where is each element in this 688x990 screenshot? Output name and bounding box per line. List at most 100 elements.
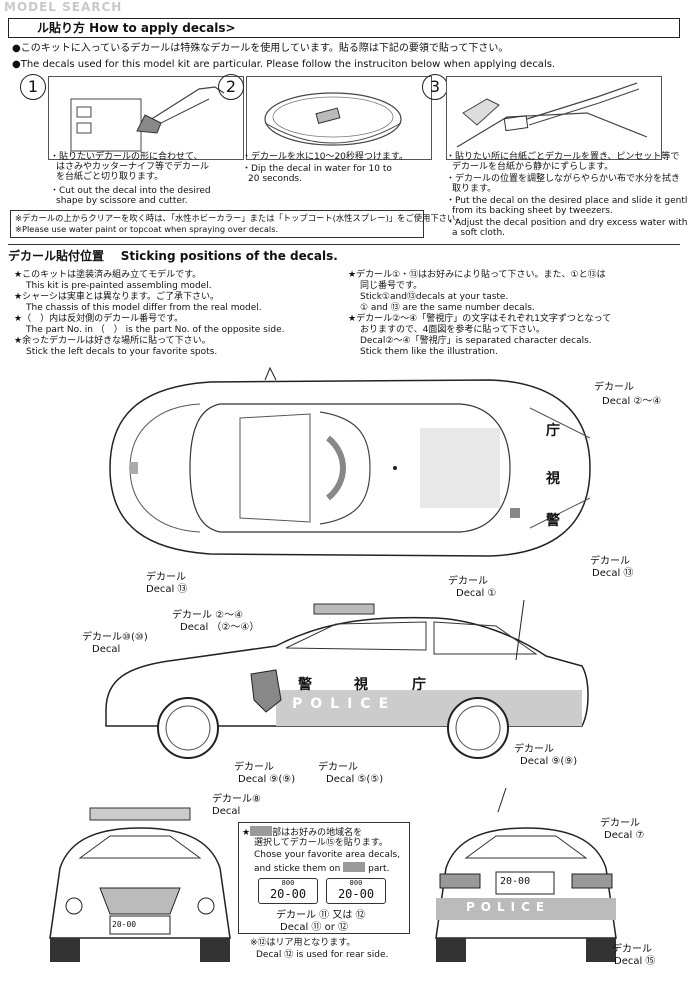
label-front-a-en: Decal (212, 806, 241, 817)
label-front-a-jp: デカール⑧ (212, 794, 261, 805)
kanji-top-3: 警 (546, 513, 560, 529)
label-rear-b-en: Decal ⑮ (614, 956, 656, 967)
label-top-left-en: Decal ⑬ (146, 584, 188, 595)
step3-jp-2: デカールを台紙から静かにずらします。 (452, 162, 614, 172)
right-note-3: Stick①and⑬decals at your taste. (360, 292, 509, 302)
header-title: ル貼り方 How to apply decals> (37, 21, 236, 35)
license-plate-1: 800 20-00 (258, 878, 318, 904)
note-jp: ※デカールの上からクリアーを吹く時は、「水性ホビーカラー」または「トップコート(… (15, 213, 464, 223)
area-note-line1: ★部はお好みの地域名を (242, 826, 363, 838)
step-number: 1 (20, 74, 46, 100)
left-note-7: ★余ったデカールは好きな場所に貼って下さい。 (14, 336, 211, 346)
label-side-d-jp: デカール (514, 744, 554, 755)
rear-note-en: Decal ⑫ is used for rear side. (256, 950, 389, 960)
label-rear-a-jp: デカール (600, 818, 640, 829)
water-dish-illustration (264, 92, 402, 146)
rear-note-jp: ※⑫はリア用となります。 (250, 938, 356, 948)
right-note-6: おりますので、4面図を参考に貼って下さい。 (360, 325, 545, 335)
section2-title: デカール貼付位置 Sticking positions of the decal… (8, 248, 338, 264)
plate-label-jp: デカール ⑪ 又は ⑫ (276, 910, 366, 921)
step1-jp-3: を台紙ごと切り取ります。 (56, 172, 164, 182)
intro-jp: ●このキットに入っているデカールは特殊なデカールを使用しています。貼る際は下記の… (12, 43, 509, 54)
area-swatch (250, 826, 273, 836)
step3-en-1: ・Put the decal on the desired place and … (446, 196, 688, 206)
area-note-line4: and sticke them on part. (254, 862, 389, 875)
plate-top-text: 800 (281, 879, 295, 887)
license-plate-2: 800 20-00 (326, 878, 386, 904)
left-note-5: ★（ ）内は反対側のデカール番号です。 (14, 314, 184, 324)
label-top-bottom-en: Decal ① (456, 588, 497, 599)
police-text-rear: POLICE (466, 900, 551, 914)
label-top-right2-jp: デカール (590, 556, 630, 567)
kanji-top-1: 庁 (546, 423, 560, 439)
label-rear-a-en: Decal ⑦ (604, 830, 645, 841)
step3-en-4: a soft cloth. (452, 228, 506, 238)
car-top-view (109, 366, 591, 557)
area-note-l1: 部はお好みの地域名を (272, 828, 363, 838)
label-side-e-en: Decal ⑤(⑤) (326, 774, 384, 785)
label-rear-b-jp: デカール (612, 944, 652, 955)
left-note-2: This kit is pre-painted assembling model… (26, 281, 212, 291)
step2-illustration (246, 76, 432, 160)
step3-jp-4: 取ります。 (452, 184, 497, 194)
step2-en-2: 20 seconds. (248, 174, 302, 184)
right-note-2: 同じ番号です。 (360, 281, 423, 291)
label-top-right2-en: Decal ⑬ (592, 568, 634, 579)
police-text-side: POLICE (292, 696, 397, 712)
car-rear-view (435, 787, 617, 962)
step1-jp-1: ・貼りたいデカールの形に合わせて、 (50, 152, 203, 162)
area-note-l5: part. (368, 864, 390, 874)
step-number: 3 (422, 74, 448, 100)
divider (8, 244, 680, 245)
label-side-e-jp: デカール (318, 762, 358, 773)
section-header: ル貼り方 How to apply decals> (8, 18, 680, 38)
kanji-side-1: 警 (298, 677, 312, 693)
label-top-left-jp: デカール (146, 572, 186, 583)
right-note-8: Stick them like the illustration. (360, 347, 498, 357)
step1-en-2: shape by scissore and cutter. (56, 196, 188, 206)
label-side-b-jp: デカール⑩(⑩) (82, 632, 148, 643)
plate-main-text: 20-00 (269, 887, 307, 901)
section2-jp: デカール貼付位置 (8, 249, 105, 263)
plate-label-en: Decal ⑪ or ⑫ (280, 922, 349, 933)
step2-en-1: ・Dip the decal in water for 10 to (242, 164, 392, 174)
label-side-d-en: Decal ⑨(⑨) (520, 756, 578, 767)
kanji-side-3: 庁 (412, 677, 426, 693)
watermark: MODEL SEARCH (4, 0, 123, 14)
step1-jp-2: はさみやカッターナイフ等でデカール (56, 162, 210, 172)
left-note-1: ★このキットは塗装済み組み立てモデルです。 (14, 270, 202, 280)
label-side-a-en: Decal （②〜④） (180, 622, 260, 633)
label-side-a-jp: デカール ②〜④ (172, 610, 244, 621)
step3-jp-1: ・貼りたい所に台紙ごとデカールを置き、ピンセット等で (446, 152, 680, 162)
right-note-5: ★デカール②〜④「警視庁」の文字はそれぞれ1文字ずつとなって (348, 314, 612, 324)
label-side-b-en: Decal (92, 644, 121, 655)
label-top-right-jp: デカール (594, 382, 634, 393)
intro-en: ●The decals used for this model kit are … (12, 59, 556, 70)
right-note-7: Decal②〜④「警視庁」is separated character deca… (360, 336, 592, 346)
area-note-l4: and sticke them on (254, 864, 341, 874)
step1-illustration (48, 76, 244, 160)
clear-coat-note: ※デカールの上からクリアーを吹く時は、「水性ホビーカラー」または「トップコート(… (10, 210, 464, 238)
step3-en-2: from its backing sheet by tweezers. (452, 206, 613, 216)
step3-illustration (446, 76, 662, 160)
label-side-c-jp: デカール (234, 762, 274, 773)
car-side-view (105, 599, 589, 759)
kanji-side-2: 視 (354, 677, 368, 693)
right-note-1: ★デカール①・⑬はお好みにより貼って下さい。また、①と⑬は (348, 270, 606, 280)
right-note-4: ① and ⑬ are the same number decals. (360, 303, 535, 313)
left-note-3: ★シャーシは実車とは異なります。ご了承下さい。 (14, 292, 219, 302)
area-note-l3: Chose your favorite area decals, (254, 850, 401, 860)
rear-plate-number: 20-00 (500, 876, 531, 887)
step2-jp-1: ・デカールを水に10〜20秒程つけます。 (242, 152, 409, 162)
note-en: ※Please use water paint or topcoat when … (15, 224, 279, 234)
plate-main-text: 20-00 (337, 887, 375, 901)
step-number: 2 (218, 74, 244, 100)
step3-en-3: ・Adjust the decal position and dry exces… (446, 218, 688, 228)
hand-cutting-illustration (70, 86, 225, 152)
step1-en-1: ・Cut out the decal into the desired (50, 186, 211, 196)
label-side-c-en: Decal ⑨(⑨) (238, 774, 296, 785)
plate-top-text: 800 (349, 879, 363, 887)
left-note-6: The part No. in （ ） is the part No. of t… (26, 325, 285, 335)
area-swatch-2 (343, 862, 366, 872)
tweezers-illustration (456, 82, 648, 148)
